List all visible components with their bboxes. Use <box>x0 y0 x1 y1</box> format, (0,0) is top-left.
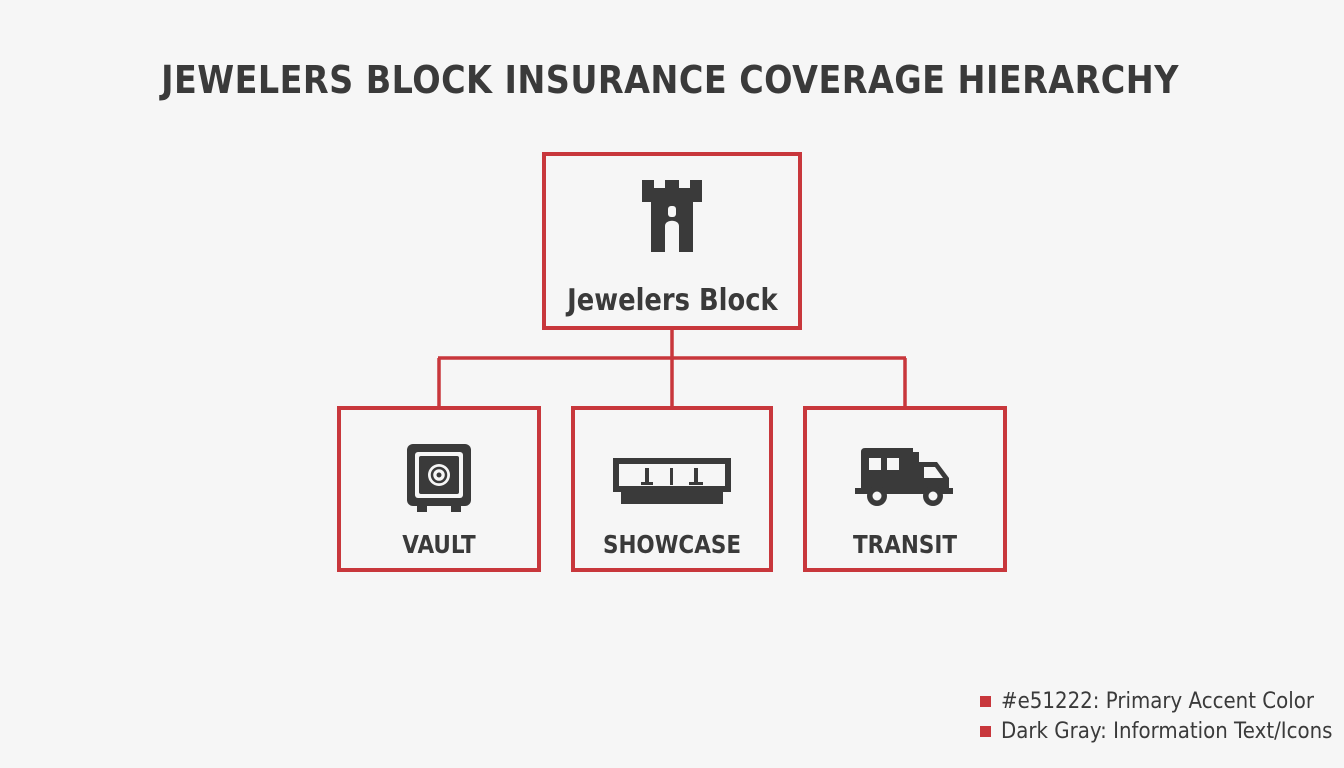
castle-tower-icon <box>641 180 703 259</box>
legend-item-dark-gray: Dark Gray: Information Text/Icons <box>980 716 1333 746</box>
legend-text-accent: #e51222: Primary Accent Color <box>1001 688 1314 714</box>
legend-text-dark-gray: Dark Gray: Information Text/Icons <box>1001 718 1333 744</box>
vault-label: VAULT <box>402 530 476 559</box>
truck-icon <box>855 448 955 515</box>
showcase-node: SHOWCASE <box>571 406 773 572</box>
transit-label: TRANSIT <box>852 530 958 559</box>
root-label: Jewelers Block <box>566 283 778 318</box>
safe-icon <box>405 442 473 519</box>
display-case-icon <box>611 456 733 511</box>
legend-swatch-accent <box>980 695 991 707</box>
vault-node: VAULT <box>337 406 541 572</box>
legend-item-accent: #e51222: Primary Accent Color <box>980 686 1330 716</box>
showcase-label: SHOWCASE <box>602 530 742 559</box>
legend-swatch-dark-gray <box>980 725 991 737</box>
diagram-title: JEWELERS BLOCK INSURANCE COVERAGE HIERAR… <box>161 58 1179 102</box>
root-node: Jewelers Block <box>542 152 802 330</box>
transit-node: TRANSIT <box>803 406 1007 572</box>
legend: #e51222: Primary Accent Color Dark Gray:… <box>980 686 1333 746</box>
